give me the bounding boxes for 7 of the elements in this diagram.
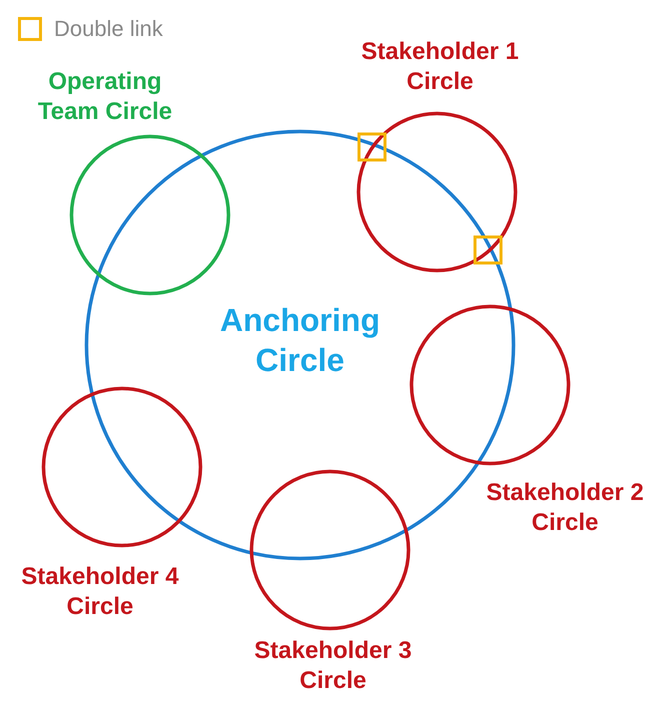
circle-label: Stakeholder 1 Circle [360,37,520,97]
circle-label: Operating Team Circle [36,67,174,127]
circle-label: Stakeholder 4 Circle [20,562,180,622]
circle-label: Stakeholder 3 Circle [253,636,413,696]
circle-label: Anchoring Circle [219,301,381,380]
circle-label: Stakeholder 2 Circle [485,478,645,538]
legend-text: Double link [54,15,163,43]
